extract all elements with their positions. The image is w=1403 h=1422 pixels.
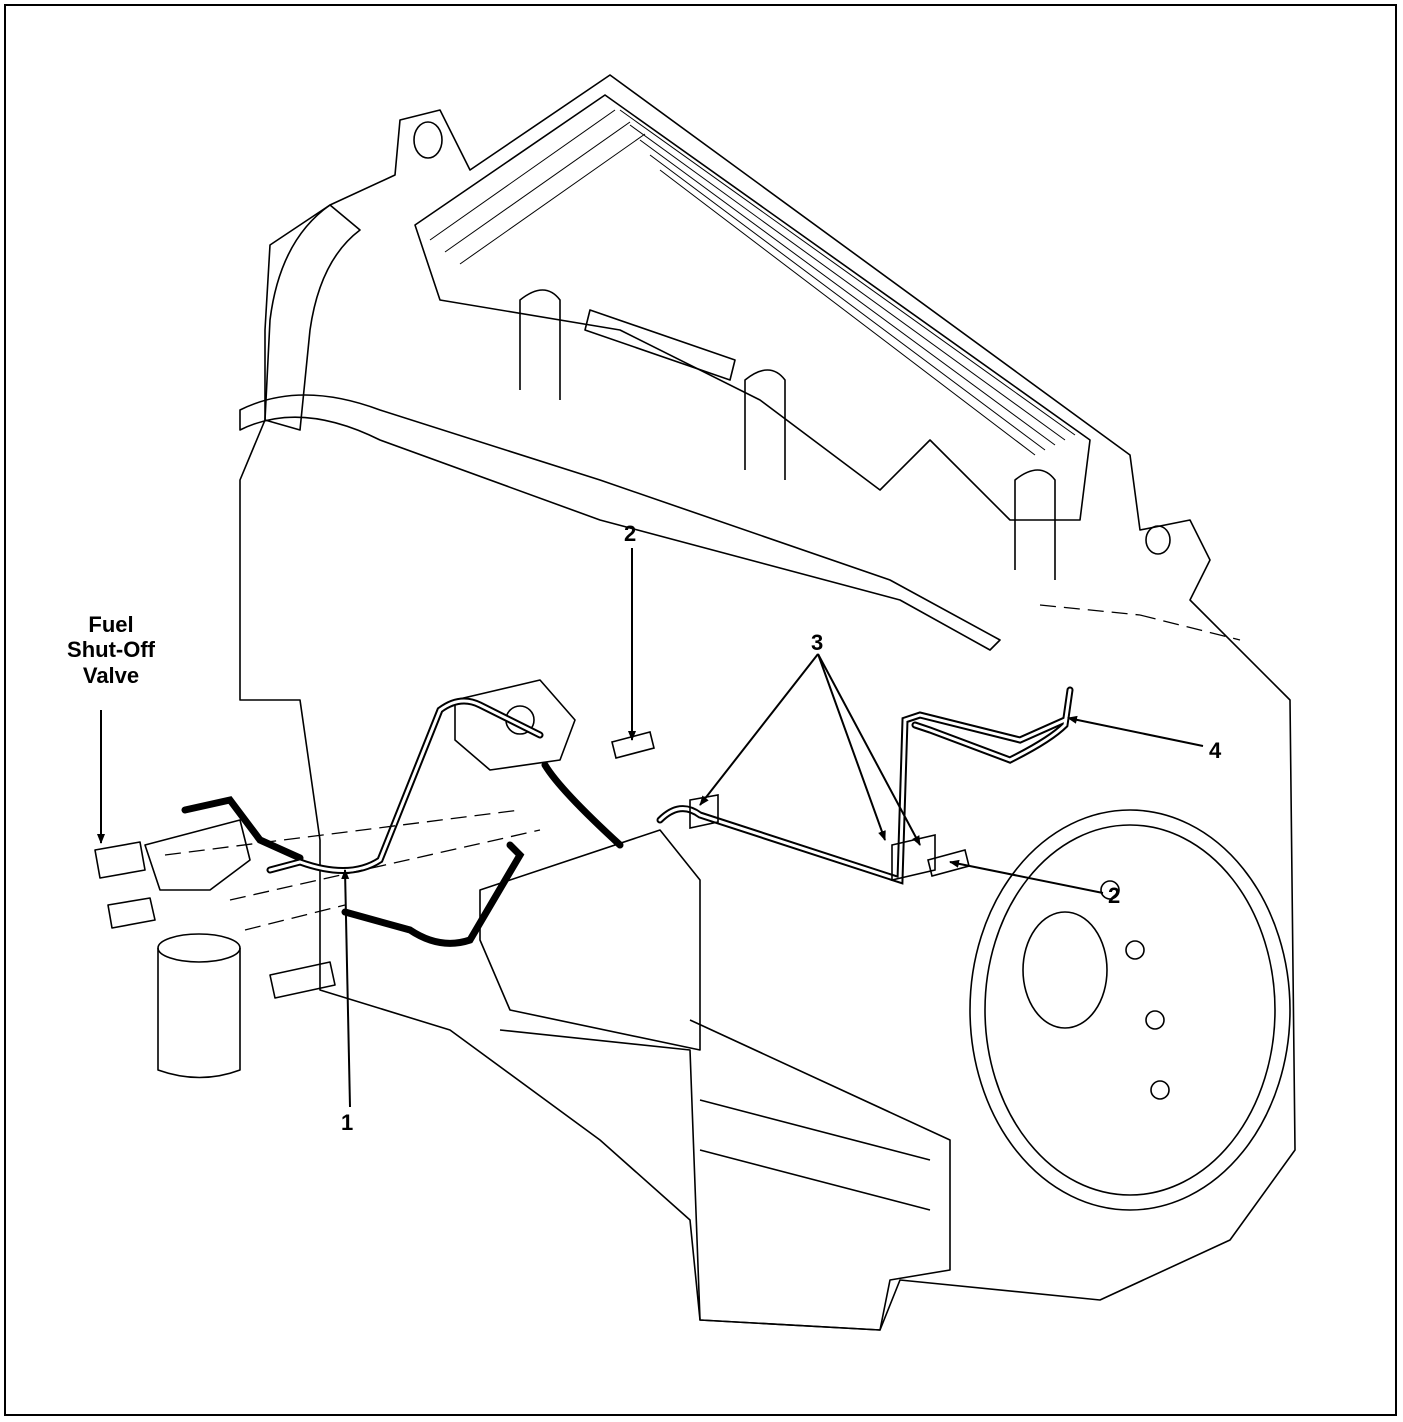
leader-3-c [817,653,886,841]
fuel-line-1 [266,697,544,874]
leader-3-a [699,653,819,806]
bolt-upper [611,731,655,759]
callout-2-lower: 2 [1108,883,1121,908]
engine-block-outline [239,74,1296,1331]
callout-4: 4 [1209,738,1222,763]
callout-1: 1 [341,1110,354,1135]
figure-frame [4,4,1397,1416]
flywheel-housing [969,809,1291,1211]
bolt-lower [927,849,970,877]
callout-2-upper: 2 [624,521,637,546]
intake-manifold [239,394,1001,651]
callout-3: 3 [811,630,824,655]
fuel-shutoff-valve-label: Fuel Shut-Off Valve [41,612,181,688]
valve-label-line-2: Shut-Off [67,637,155,663]
leader-3-b [817,653,921,846]
valve-cover-ribs [429,109,1076,456]
fuel-filter-assembly [94,819,336,1079]
gear-housing [264,204,361,431]
fuel-pump [454,679,576,771]
ecm-module [479,829,701,1051]
fuel-line-supply [541,761,624,849]
leader-2-lower [949,859,1104,894]
valve-label-line-3: Valve [82,662,140,688]
clamp-right [891,833,936,882]
valve-label-line-1: Fuel [88,612,134,637]
oil-pan [499,1019,951,1331]
fuel-line-3 [656,711,1069,885]
leader-1 [341,869,351,1108]
valve-cover [414,94,1091,521]
leader-4 [1067,715,1204,747]
